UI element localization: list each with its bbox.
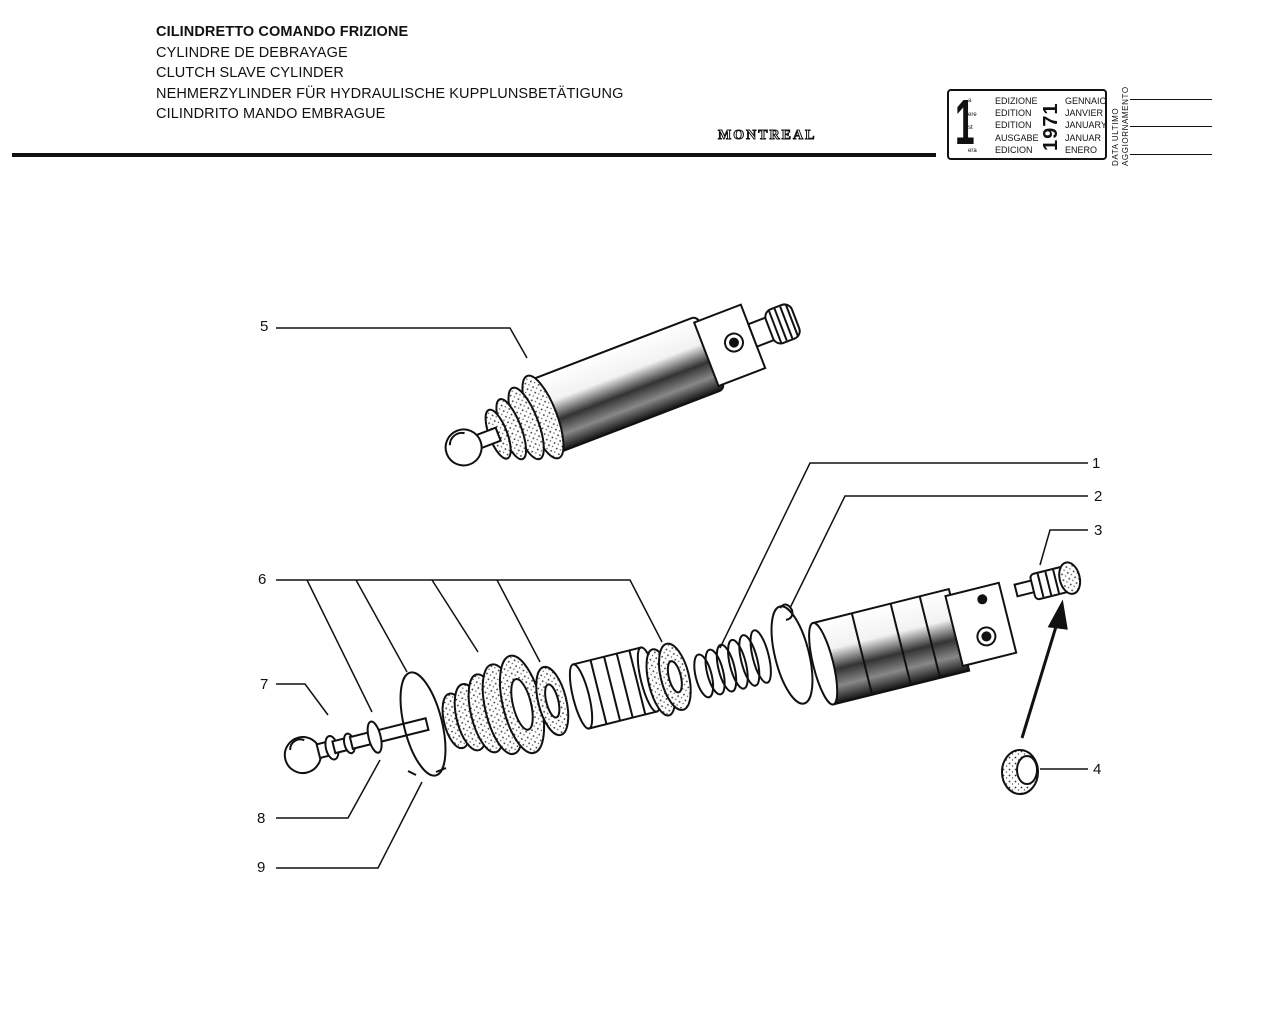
- piston: [568, 646, 662, 730]
- callout-6: 6: [258, 571, 266, 588]
- cylinder-body: [808, 581, 1018, 706]
- spring-clip: [399, 671, 447, 777]
- edition-label-it: EDIZIONE: [995, 96, 1038, 106]
- assembly-arrow: [1020, 599, 1068, 739]
- brand-logo: MONTREAL: [717, 128, 817, 144]
- leader-3: [1039, 529, 1088, 566]
- edition-label-de: AUSGABE: [995, 132, 1039, 143]
- cup-seal: [645, 642, 692, 717]
- callout-9: 9: [257, 859, 265, 876]
- leader-9: [276, 781, 423, 869]
- title-italian: CILINDRETTO COMANDO FRIZIONE: [156, 24, 409, 40]
- edition-month-it: GENNAIO: [1065, 96, 1107, 106]
- leader-lines: [276, 327, 1088, 869]
- edition-label-en: EDITION: [995, 120, 1032, 131]
- leader-6-main: [276, 579, 663, 643]
- update-line-3: [1130, 154, 1212, 155]
- bleed-screw: [1013, 561, 1082, 601]
- update-line-1: [1130, 99, 1212, 100]
- dust-cap: [1001, 749, 1039, 795]
- edition-sup-de: ·: [968, 136, 970, 142]
- callout-4: 4: [1093, 761, 1101, 778]
- callout-7: 7: [260, 676, 268, 693]
- edition-labels: EDIZIONE EDITION EDITION AUSGABE EDICION: [995, 95, 1039, 156]
- leader-1: [719, 462, 1088, 649]
- assembled-cylinder: [444, 303, 801, 467]
- update-line-2: [1130, 126, 1212, 127]
- spring: [693, 629, 772, 699]
- edition-month-es: ENERO: [1065, 144, 1098, 155]
- edition-box: 1 a ere st · era EDIZIONE EDITION EDITIO…: [947, 86, 1107, 160]
- dust-boot: [441, 654, 546, 756]
- edition-sup-es: era: [968, 148, 977, 154]
- leader-6b: [355, 579, 408, 673]
- callout-8: 8: [257, 810, 265, 827]
- edition-month-en: JANUARY: [1065, 120, 1107, 131]
- leader-8: [276, 759, 381, 819]
- edition-number: 1: [955, 86, 975, 158]
- title-french: CYLINDRE DE DEBRAYAGE: [156, 44, 348, 61]
- callout-1: 1: [1092, 455, 1100, 472]
- circlip: [770, 603, 814, 705]
- edition-sup-fr: ere: [968, 112, 977, 118]
- edition-label-es: EDICION: [995, 144, 1033, 155]
- edition-month-de: JANUAR: [1065, 132, 1102, 143]
- leader-5: [276, 327, 528, 359]
- pushrod: [283, 717, 430, 775]
- callout-5: 5: [260, 318, 268, 335]
- title-german: NEHMERZYLINDER FÜR HYDRAULISCHE KUPPLUNS…: [156, 85, 624, 102]
- edition-months: GENNAIO JANVIER JANUARY JANUAR ENERO: [1065, 95, 1107, 156]
- edition-month-fr: JANVIER: [1065, 108, 1104, 119]
- header-rule: [12, 153, 936, 157]
- leader-6c: [431, 579, 479, 653]
- leader-6a: [306, 579, 373, 713]
- edition-sup-en: st: [968, 125, 973, 131]
- leader-7: [276, 683, 329, 716]
- callout-3: 3: [1094, 522, 1102, 539]
- title-block: CILINDRETTO COMANDO FRIZIONE CYLINDRE DE…: [156, 22, 623, 125]
- edition-sup-it: a: [968, 98, 972, 104]
- title-english: CLUTCH SLAVE CYLINDER: [156, 65, 344, 81]
- leader-2: [789, 495, 1088, 609]
- leader-6d: [496, 579, 541, 663]
- callout-2: 2: [1094, 488, 1102, 505]
- seal: [535, 665, 570, 737]
- title-spanish: CILINDRITO MANDO EMBRAGUE: [156, 106, 386, 122]
- edition-label-fr: EDITION: [995, 108, 1032, 119]
